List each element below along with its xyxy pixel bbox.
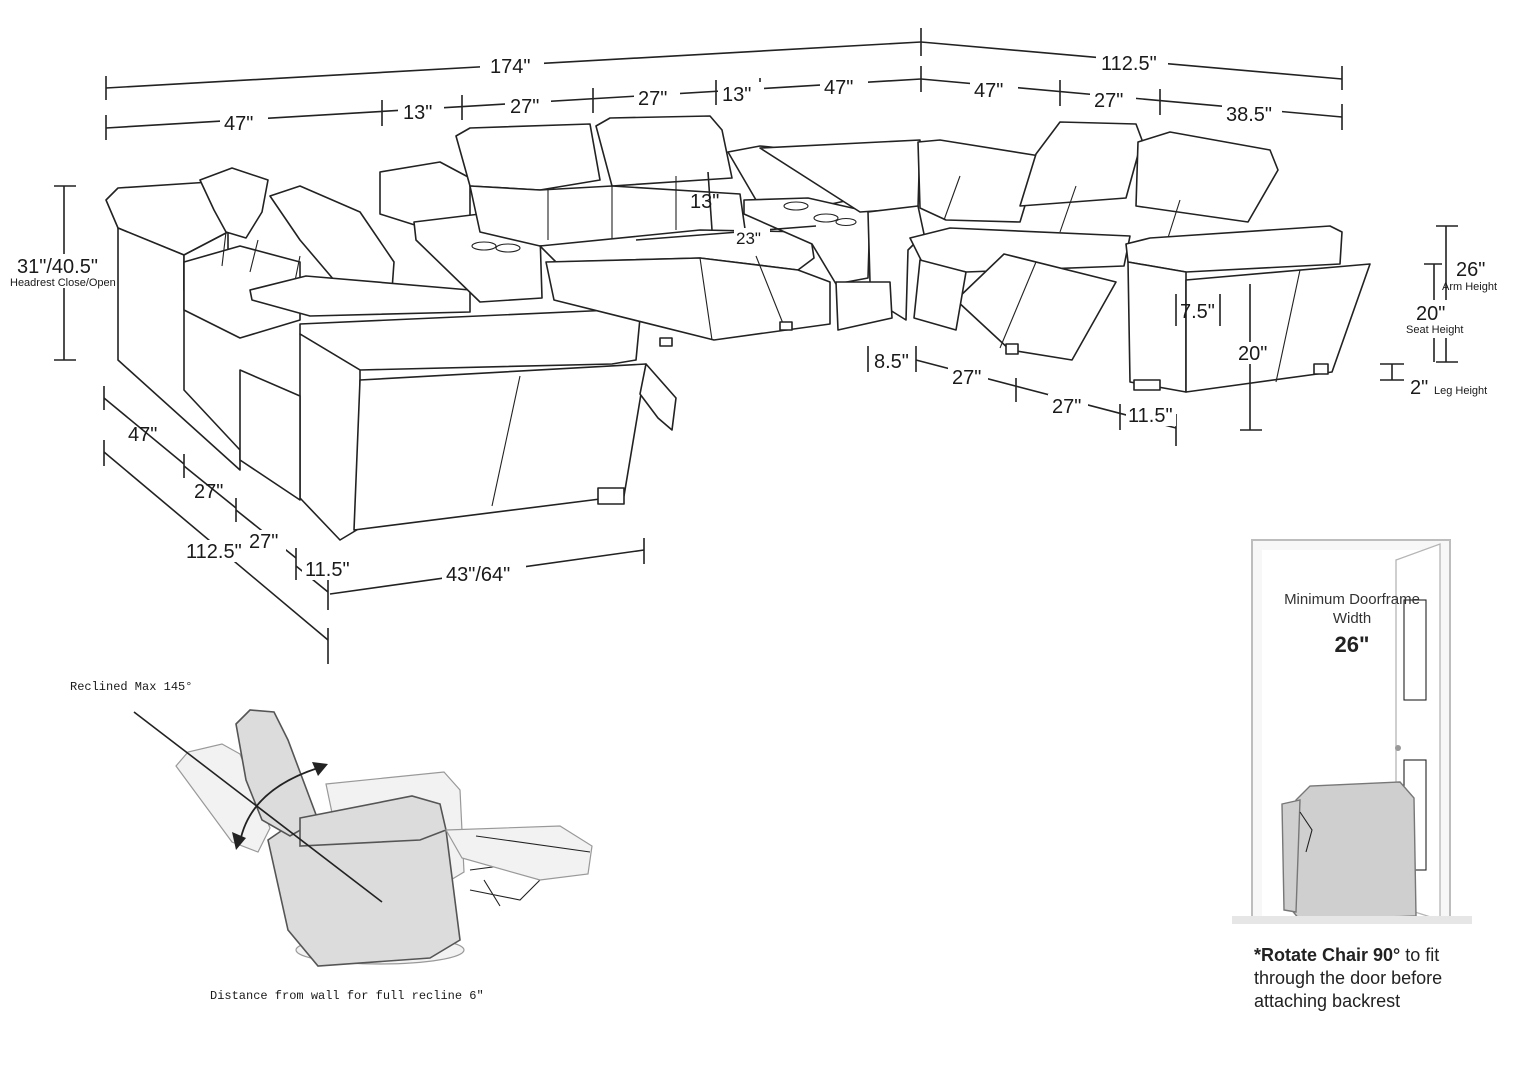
- inner-dimensions: 13" 23" 7.5": [635, 171, 1221, 326]
- top-segment-label: 27": [1094, 90, 1123, 112]
- right-headrest-2: [1135, 131, 1279, 223]
- top-segment-label: 47": [224, 113, 253, 135]
- door-knob-icon: [1395, 745, 1401, 751]
- seat-height-label: Seat Height: [1406, 324, 1463, 336]
- wall-distance-label: Distance from wall for full recline 6": [210, 989, 484, 1003]
- right-bottom-dimensions: 8.5" 27" 27" 11.5": [867, 346, 1177, 446]
- recline-angle-label: Reclined Max 145°: [70, 680, 192, 694]
- sectional-sofa-drawing: [105, 115, 1371, 541]
- middle-back-left: [455, 123, 601, 191]
- left-seat-1: [183, 245, 301, 339]
- recliner-arm: [299, 795, 447, 847]
- middle-back-right: [595, 115, 733, 187]
- overall-width-label: 174": [490, 56, 530, 78]
- top-segment-label: 47": [824, 77, 853, 99]
- seat-height-value: 20": [1416, 303, 1445, 325]
- rotate-chair-note: *Rotate Chair 90° to fit through the doo…: [1254, 944, 1494, 1013]
- left-front-armrest: [299, 309, 641, 371]
- right-segment-label: 27": [952, 367, 981, 389]
- arm-height-value: 26": [1456, 259, 1485, 281]
- side-segment-label: 27": [249, 531, 278, 553]
- doorframe-illustration: Minimum Doorframe Width 26": [1232, 539, 1472, 924]
- headrest-caption: Headrest Close/Open: [10, 277, 116, 289]
- top-segment-label: 27": [510, 96, 539, 118]
- right-headrest-1: [1019, 121, 1143, 207]
- top-segment-label: 13": [403, 102, 432, 124]
- left-height-dimension: 31"/40.5" Headrest Close/Open: [10, 185, 116, 361]
- arm-height-label: Arm Height: [1442, 281, 1497, 293]
- step-label: 8.5": [874, 351, 909, 373]
- left-seat-2: [249, 275, 471, 317]
- top-segment-label: 38.5": [1226, 104, 1272, 126]
- left-front-panel: [299, 333, 361, 541]
- side-height-label: 20": [1238, 343, 1267, 365]
- rotated-chair: [1289, 781, 1417, 921]
- console-depth-label: 13": [690, 191, 719, 213]
- top-segment-label: 13": [722, 84, 751, 106]
- side-segment-label: 11.5": [305, 559, 350, 581]
- right-end-armrest: [1125, 225, 1343, 273]
- right-footrest-1: [955, 253, 1117, 361]
- right-width-label: 112.5": [1101, 53, 1157, 75]
- side-segment-label: 47": [128, 424, 157, 446]
- leg-height-label: Leg Height: [1434, 385, 1487, 397]
- side-total-label: 112.5": [186, 541, 242, 563]
- doorframe-width-value: 26": [1335, 632, 1370, 657]
- front-depth-label: 43"/64": [446, 564, 510, 586]
- rotate-chair-note-rest: to fit through the door before attaching…: [1254, 945, 1443, 1011]
- wedge-depth-label: 23": [736, 229, 761, 248]
- right-segment-label: 27": [1052, 396, 1081, 418]
- leg-height-value: 2": [1410, 377, 1428, 399]
- right-height-dimensions: 20" 26" Arm Height 20" Seat Height 2" Le…: [1236, 225, 1532, 431]
- right-segment-label: 11.5": [1128, 405, 1173, 427]
- top-segment-label: 27": [638, 88, 667, 110]
- top-dimension-lines: 174" 112.5" 47" 13" 27" 27" 13" 47" 47" …: [105, 28, 1343, 140]
- top-segment-label: 47": [974, 80, 1003, 102]
- left-footrest: [353, 363, 647, 531]
- recline-arrow-icon: [239, 767, 319, 843]
- side-segment-label: 27": [194, 481, 223, 503]
- rotate-chair-note-emphasis: *Rotate Chair 90°: [1254, 945, 1401, 965]
- right-end-panel: [1127, 261, 1187, 393]
- left-side-dimensions: 47" 27" 27" 11.5" 112.5" 43"/64": [103, 386, 645, 664]
- left-headrest-1: [199, 167, 269, 239]
- recline-diagram: Reclined Max 145° Distance from wall for…: [70, 680, 593, 1003]
- doorframe-title-line2: Width: [1333, 610, 1371, 627]
- right-back-1: [917, 139, 1041, 223]
- doorframe-title-line1: Minimum Doorframe: [1284, 591, 1420, 608]
- right-end-footrest: [1185, 263, 1371, 393]
- headrest-height-label: 31"/40.5": [17, 256, 98, 278]
- arm-gap-label: 7.5": [1180, 301, 1215, 323]
- recliner-footrest: [444, 825, 593, 881]
